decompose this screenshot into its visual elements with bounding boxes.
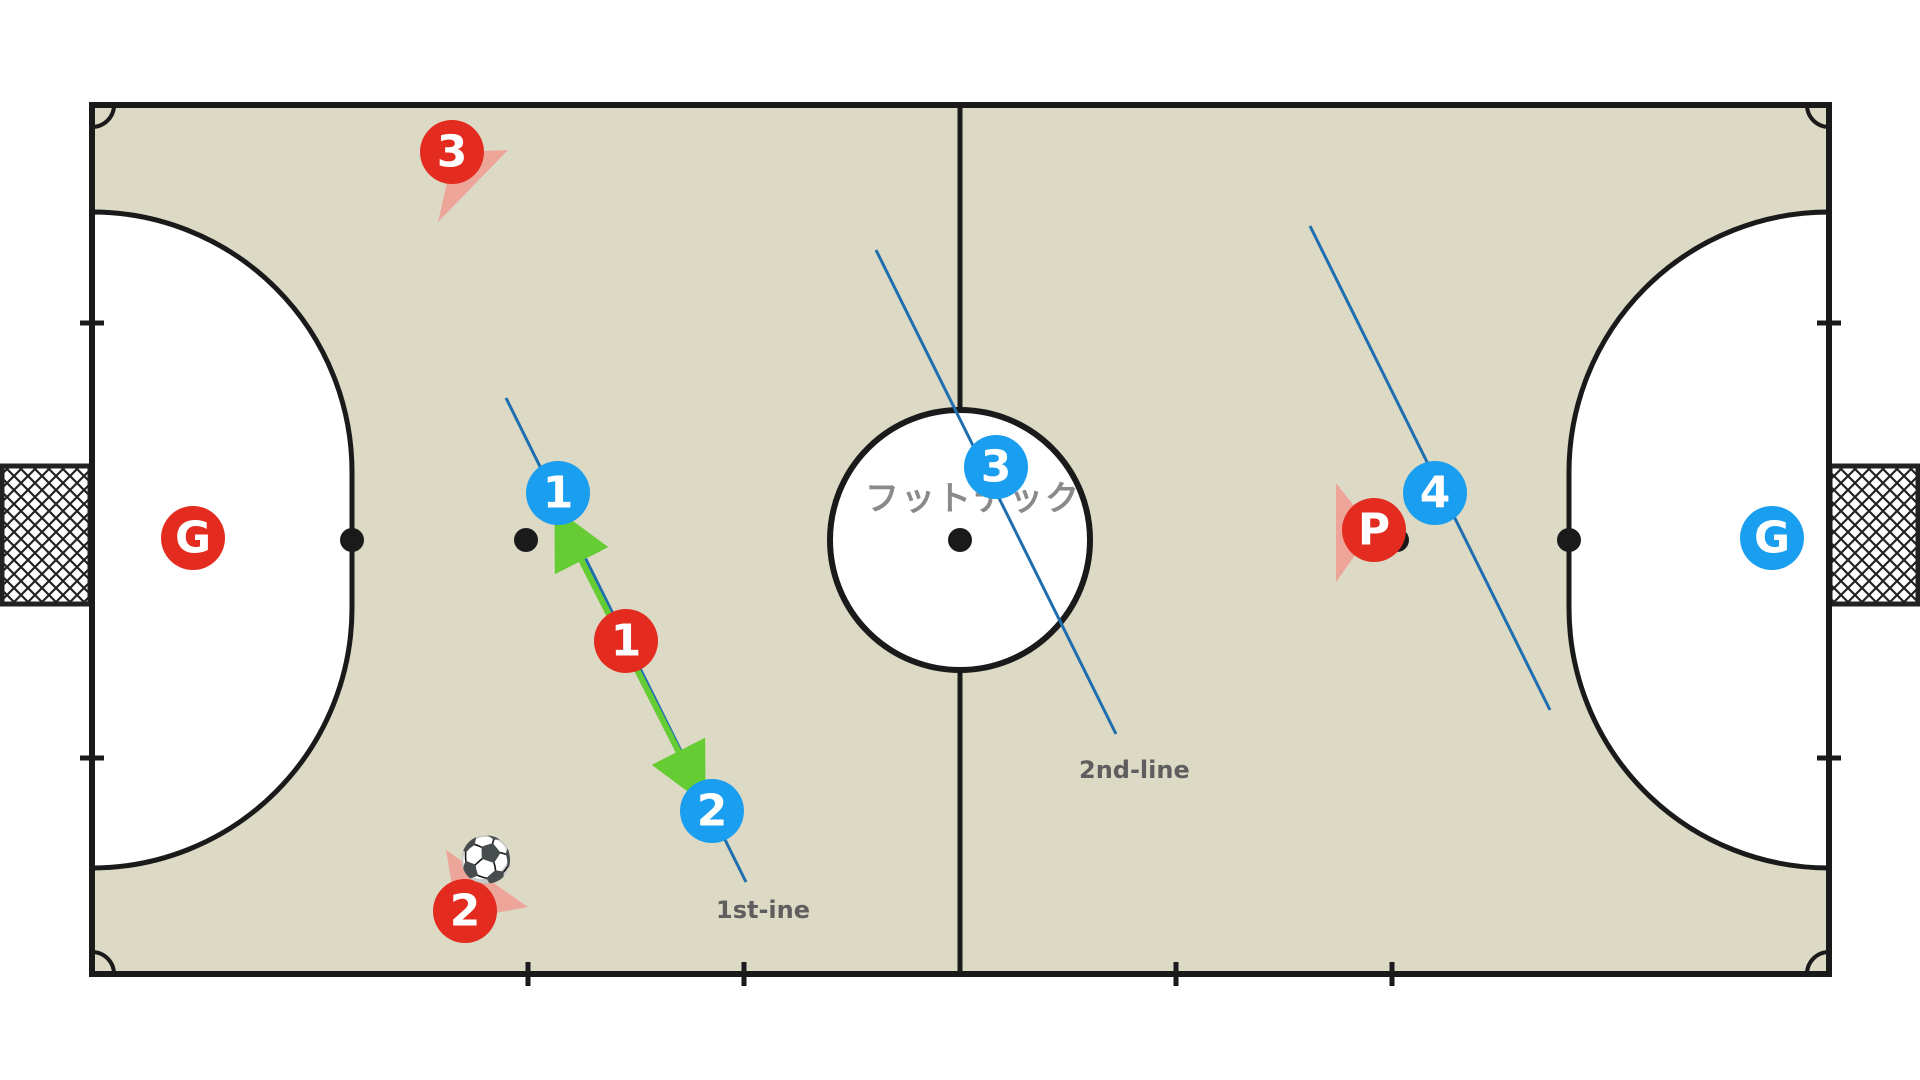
substitution-zone-marks xyxy=(525,962,1395,986)
right-penalty-area xyxy=(1566,209,1832,871)
svg-text:3: 3 xyxy=(981,442,1012,493)
red-player-2[interactable]: 2 xyxy=(433,879,497,943)
soccer-ball-icon[interactable]: ⚽ xyxy=(457,835,514,886)
blue-player-2[interactable]: 2 xyxy=(680,779,744,843)
left-goal-net xyxy=(0,463,93,607)
left-second-penalty-spot xyxy=(514,528,538,552)
red-player-3[interactable]: 3 xyxy=(420,120,484,184)
center-spot xyxy=(948,528,972,552)
second-line-label: 2nd-line xyxy=(1079,756,1190,784)
red-goalkeeper[interactable]: G xyxy=(161,506,225,570)
right-goal-net xyxy=(1827,463,1920,607)
corner-arc-bottom-right xyxy=(1805,950,1830,975)
red-player-1[interactable]: 1 xyxy=(594,609,658,673)
left-penalty-spot xyxy=(340,528,364,552)
corner-arc-bottom-left xyxy=(91,950,116,975)
first-line-label: 1st-ine xyxy=(716,896,810,924)
svg-text:2: 2 xyxy=(450,886,481,937)
svg-text:1: 1 xyxy=(543,468,574,519)
blue-player-4[interactable]: 4 xyxy=(1403,461,1467,525)
svg-text:2: 2 xyxy=(697,786,728,837)
corner-arc-top-left xyxy=(91,104,116,129)
svg-text:P: P xyxy=(1358,505,1390,556)
svg-text:4: 4 xyxy=(1420,468,1451,519)
svg-text:G: G xyxy=(1754,513,1790,564)
svg-text:3: 3 xyxy=(437,127,468,178)
svg-text:1: 1 xyxy=(611,616,642,667)
corner-arc-top-right xyxy=(1805,104,1830,129)
svg-text:G: G xyxy=(175,513,211,564)
red-pivot[interactable]: P xyxy=(1342,498,1408,562)
goal-line-marks xyxy=(80,320,1841,761)
blue-player-3[interactable]: 3 xyxy=(964,435,1028,499)
blue-goalkeeper[interactable]: G xyxy=(1740,506,1804,570)
right-penalty-spot xyxy=(1557,528,1581,552)
blue-player-1[interactable]: 1 xyxy=(526,461,590,525)
